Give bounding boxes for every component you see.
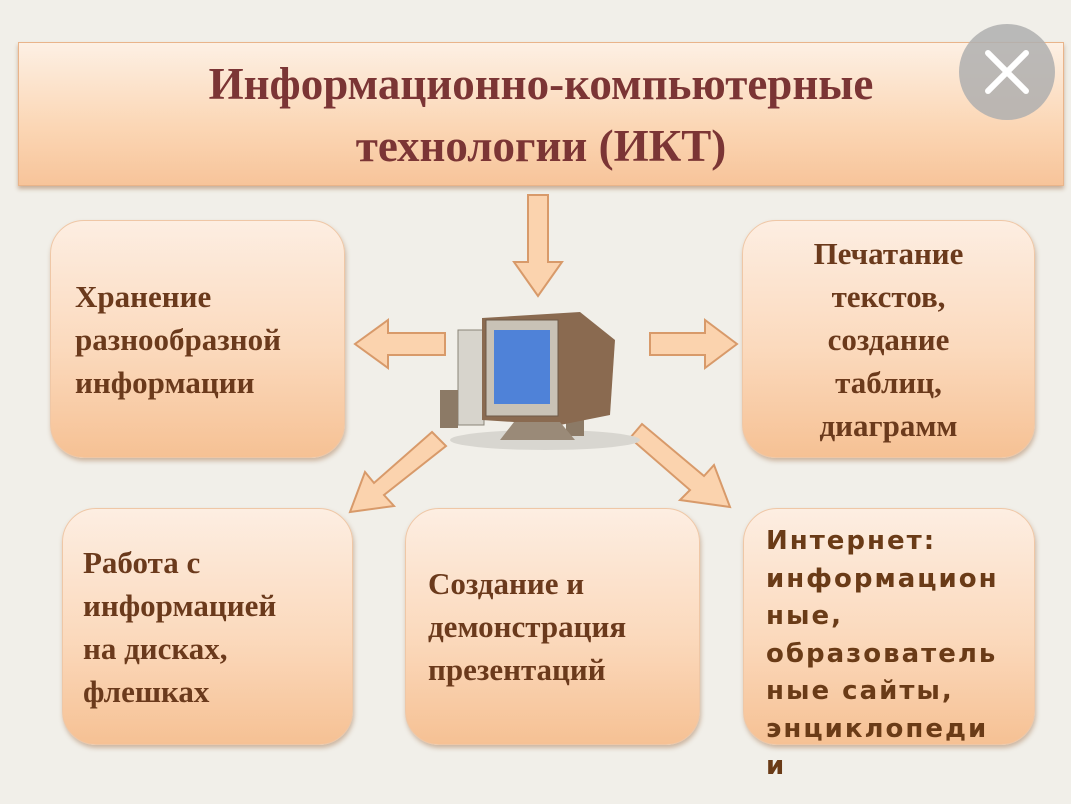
box-text-line: диаграмм [819,407,958,443]
close-button[interactable] [959,24,1055,120]
box-text-line: и [766,751,787,781]
box-text-line: Хранение [75,278,212,314]
box-text-line: Интернет: [766,526,937,556]
box-storage: Хранение разнообразной информации [50,220,345,458]
computer-icon [440,312,640,450]
title-heading: Информационно-компьютерные технологии (И… [19,53,1063,177]
arrow-down [512,194,564,298]
box-text-line: информации [75,364,255,400]
arrow-right [649,318,739,370]
arrow-down-right [628,422,732,509]
box-text-line: разнообразной [75,321,281,357]
box-text-line: Работа с [83,544,201,580]
box-text-line: информацией [83,587,277,623]
box-text-line: на дисках, [83,630,228,666]
box-disks: Работа с информацией на дисках, флешках [62,508,353,745]
box-text-line: таблиц, [835,364,942,400]
box-text-line: энциклопеди [766,713,989,744]
box-presentations: Создание и демонстрация презентаций [405,508,700,745]
title-line-1: Информационно-компьютерные [208,59,874,109]
box-text-line: Создание и [428,566,585,601]
box-text-line: образователь [766,638,998,669]
close-icon [985,50,1029,94]
box-text-line: ные сайты, [766,676,954,706]
title-line-2: технологии (ИКТ) [355,121,727,171]
arrow-down-left [348,430,448,514]
box-text-line: флешках [83,673,210,709]
box-printing: Печатание текстов, создание таблиц, диаг… [742,220,1035,458]
title-banner: Информационно-компьютерные технологии (И… [18,42,1064,186]
box-internet: Интернет: информацион ные, образователь … [743,508,1035,781]
arrow-left [353,318,446,370]
box-text-line: Печатание [813,235,964,271]
box-text-line: создание [827,321,950,357]
box-text-line: демонстрация [428,609,627,644]
box-text-line: текстов, [831,278,946,314]
box-text-line: ные, [766,601,843,631]
box-text-line: информацион [766,563,999,594]
box-text-line: презентаций [428,652,606,687]
